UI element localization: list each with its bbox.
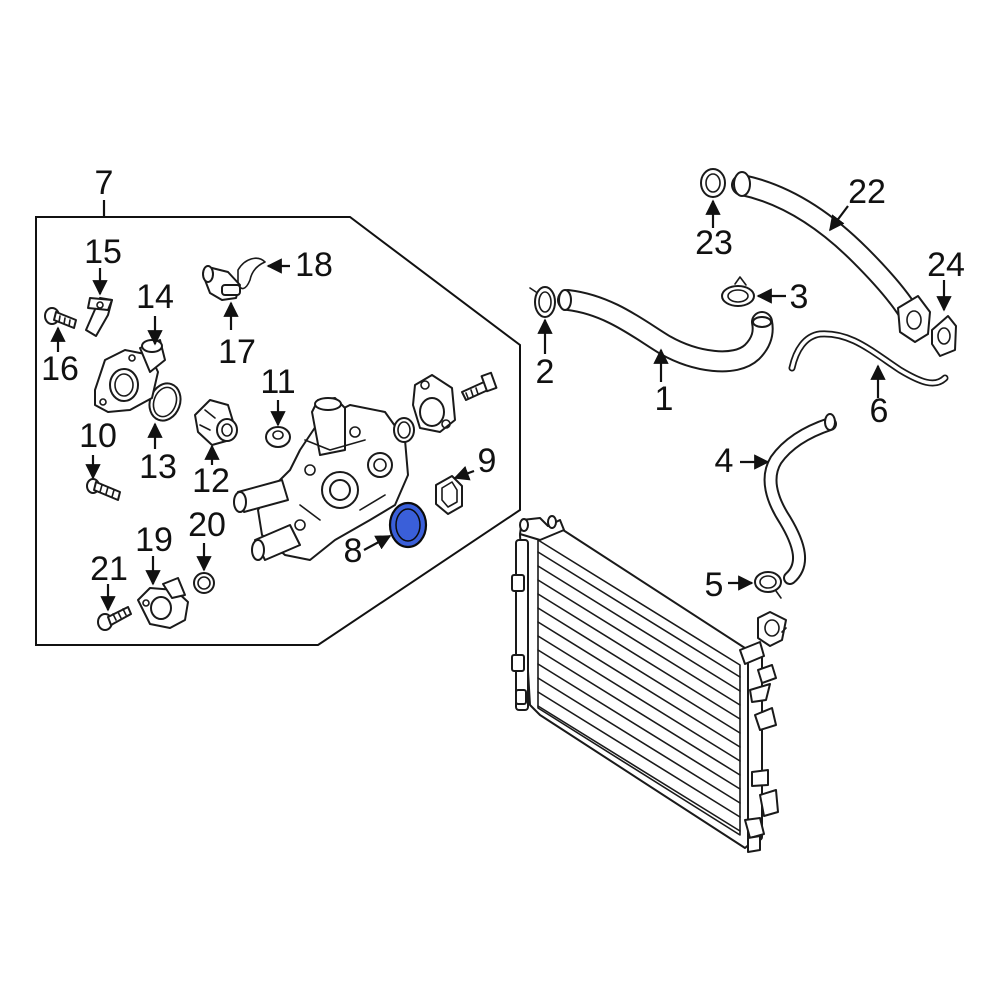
gasket-24 [931,315,957,357]
gasket-8-inner [395,508,421,542]
clamp-5 [754,571,782,599]
callout-3: 3 [790,278,809,316]
callout-20: 20 [188,506,226,544]
callout-14: 14 [136,278,174,316]
tube-6 [788,330,949,387]
callout-9: 9 [478,442,497,480]
callout-11: 11 [260,363,295,401]
callout-12: 12 [192,462,230,500]
callout-24: 24 [927,246,965,284]
callout-13: 13 [139,448,177,486]
callout-6: 6 [870,392,889,430]
bolt-10 [86,478,121,501]
thermostat-housing [233,397,409,561]
callout-22: 22 [848,173,886,211]
clip-18 [237,257,266,290]
lower-hose-4 [763,413,837,585]
gasket-23 [700,168,726,198]
bolt-21 [97,606,132,631]
callout-18: 18 [295,246,333,284]
callout-1: 1 [655,380,674,418]
callout-4: 4 [715,442,734,480]
sensor-12 [194,399,238,446]
callout-17: 17 [218,333,256,371]
callout-5: 5 [705,566,724,604]
bolt-top-right [461,371,498,401]
assembly-7-frame [35,216,521,646]
gasket-9 [435,475,463,515]
clamp-2 [529,286,556,318]
callout-19: 19 [135,521,173,559]
radiator [511,515,787,853]
o-ring-small [393,417,415,443]
callout-23: 23 [695,224,733,262]
water-outlet-fitting [412,374,456,433]
clamp-3 [721,276,755,307]
callout-8: 8 [344,532,363,570]
cover-19 [137,577,189,629]
callout-21: 21 [90,550,128,588]
o-ring-20 [193,572,215,594]
outlet-14 [94,339,166,413]
upper-hose-1 [557,289,774,373]
nut-11 [265,426,291,448]
callout-10: 10 [79,417,117,455]
bracket-15 [85,297,113,337]
leader-lines [50,199,952,612]
pipe-22 [731,171,931,343]
callout-2: 2 [536,353,555,391]
sensor-17 [202,265,241,301]
callout-15: 15 [84,233,122,271]
callout-7: 7 [95,164,114,202]
callout-16: 16 [41,350,79,388]
bolt-16 [44,307,77,329]
